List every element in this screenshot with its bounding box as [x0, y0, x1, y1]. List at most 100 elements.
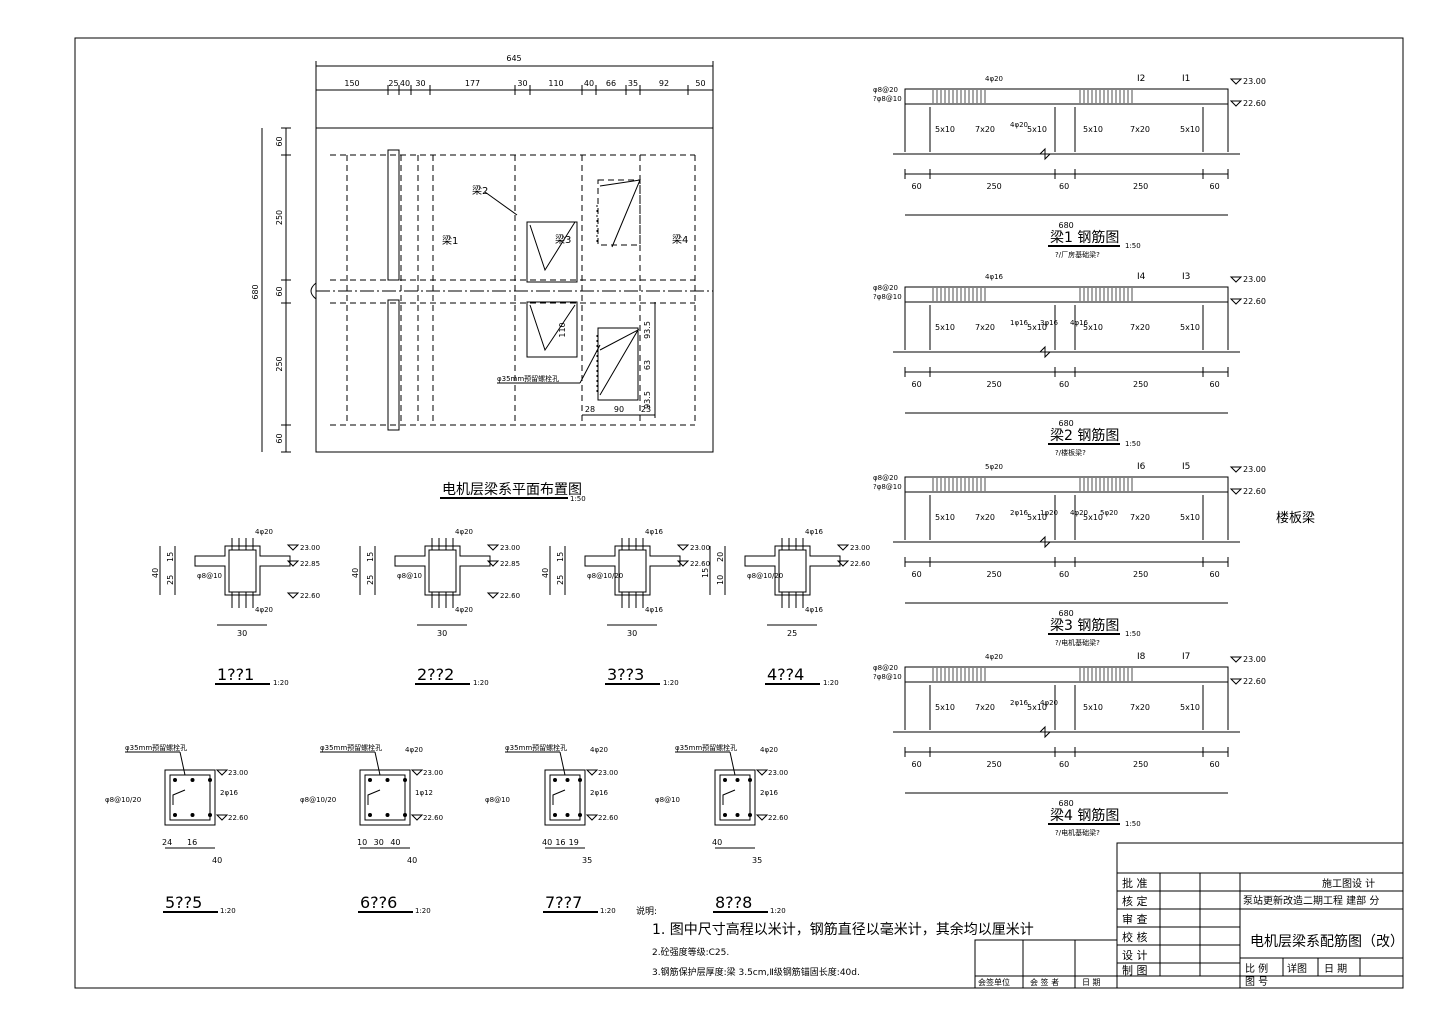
section-dim: 40: [542, 838, 552, 847]
top-bar-label: 4φ20: [590, 746, 608, 754]
section-dim: 15: [556, 552, 565, 562]
bottom-bar-label: 4φ16: [645, 606, 664, 614]
stirrup: [778, 549, 807, 593]
sections-row-1: 401525304φ204φ20φ8@1023.0022.8522.601??1…: [151, 528, 870, 687]
beam-dim: 60: [1059, 570, 1069, 579]
stirrup-spacing: 5x10: [1180, 323, 1200, 332]
plan-beam-label: 梁3: [555, 233, 571, 246]
rebar: [385, 813, 390, 817]
section-scale: 1:20: [770, 907, 786, 915]
elev-marker: [286, 544, 300, 551]
section-dim: 35: [582, 856, 592, 865]
mid-bar-label: 2φ16: [1010, 509, 1029, 517]
section-dim: 30: [627, 629, 637, 638]
tb-row: 批 准: [1122, 876, 1148, 890]
mid-bar-label: 1φ16: [1010, 319, 1029, 327]
plan-beam-label: 梁4: [672, 233, 688, 246]
plan-overall-width: 645: [506, 54, 521, 63]
elev-label: 22.60: [228, 814, 248, 822]
stirrup-spacing: 5x10: [1027, 323, 1047, 332]
plan-dim: 23: [641, 405, 651, 414]
plan-top-dim: 30: [415, 79, 425, 88]
beam-top-band: [904, 476, 1229, 493]
left-bar-label: φ8@20: [873, 474, 898, 482]
rebar: [735, 813, 740, 817]
elev-marker: [410, 814, 424, 821]
plan-dim: 93.5: [643, 321, 652, 339]
elev-label: 22.60: [598, 814, 618, 822]
plan-dim: 90: [614, 405, 624, 414]
elev-marker: [585, 769, 599, 776]
section-dim: 35: [752, 856, 762, 865]
beam-dim: 60: [912, 760, 922, 769]
elev-label: 22.60: [423, 814, 443, 822]
elev-label: 22.60: [850, 560, 870, 568]
rebar: [748, 813, 752, 817]
section-cut-label: I6: [1137, 462, 1146, 472]
section-name: 4??4: [767, 665, 804, 684]
top-bar-label: 4φ20: [985, 75, 1003, 83]
elev-marker: [1229, 276, 1243, 283]
section-dim: 40: [390, 838, 400, 847]
section-dim: 25: [787, 629, 797, 638]
hole-label: φ35mm预留螺栓孔: [505, 743, 567, 752]
tb-sign: 会签单位: [978, 977, 1010, 987]
rebar: [173, 813, 177, 817]
section-dim: 40: [151, 568, 160, 578]
rebar: [553, 778, 557, 782]
section-scale: 1:20: [273, 679, 289, 687]
plan-dim: 93.5: [643, 391, 652, 409]
plan-dim: 28: [585, 405, 595, 414]
beam-scale: 1:50: [1125, 242, 1141, 250]
top-bar-label: 4φ20: [405, 746, 423, 754]
elev-marker: [1229, 466, 1243, 473]
break-mark: [1039, 147, 1051, 161]
section-scale: 1:20: [600, 907, 616, 915]
rebar: [190, 778, 195, 782]
plan-top-dim: 66: [606, 79, 616, 88]
plan-left-dim: 250: [275, 356, 284, 371]
beam-dim: 60: [1059, 182, 1069, 191]
elev-marker: [1229, 656, 1243, 663]
rebar: [723, 813, 727, 817]
stirrup-spacing: 5x10: [935, 513, 955, 522]
plan-top-dim: 177: [465, 79, 480, 88]
beam-side-note: 楼板梁: [1276, 511, 1315, 526]
plan-title: 电机层梁系平面布置图: [442, 482, 582, 498]
beam-dim: 250: [1133, 380, 1148, 389]
top-bar-label: 4φ20: [985, 653, 1003, 661]
elev-label: 22.60: [1243, 297, 1266, 306]
section-cut-label: I5: [1182, 462, 1190, 472]
elev-marker: [286, 560, 300, 567]
beam-dim: 250: [987, 760, 1002, 769]
stirrup-spacing: 7x20: [1130, 125, 1150, 134]
elev-label: 23.00: [1243, 465, 1266, 474]
stirrup-label: φ8@10: [397, 572, 422, 580]
beam-scale: 1:50: [1125, 820, 1141, 828]
stirrup-spacing: 5x10: [935, 703, 955, 712]
leader: [559, 751, 566, 776]
beam-title: 梁4 钢筋图: [1050, 807, 1119, 824]
beam-subtitle: ?/楼板梁?: [1055, 448, 1086, 457]
elev-marker: [215, 814, 229, 821]
bottom-bar-label: 4φ16: [805, 606, 824, 614]
plan-top-dim: 40: [584, 79, 594, 88]
stirrup-spacing: 5x10: [1083, 703, 1103, 712]
beam-title: 梁1 钢筋图: [1050, 229, 1119, 246]
elev-marker: [676, 544, 690, 551]
elev-marker: [1229, 678, 1243, 685]
plan-beam-label: 梁2: [472, 184, 488, 197]
rebar: [735, 778, 740, 782]
section-dim: 40: [712, 838, 722, 847]
tb-row: 制 图: [1122, 964, 1148, 977]
section-scale: 1:20: [823, 679, 839, 687]
stirrup-spacing: 7x20: [1130, 703, 1150, 712]
beam-title: 梁3 钢筋图: [1050, 617, 1119, 634]
leader: [374, 751, 381, 776]
section-dim: 30: [437, 629, 447, 638]
left-bar-label: ?φ8@10: [873, 483, 902, 491]
